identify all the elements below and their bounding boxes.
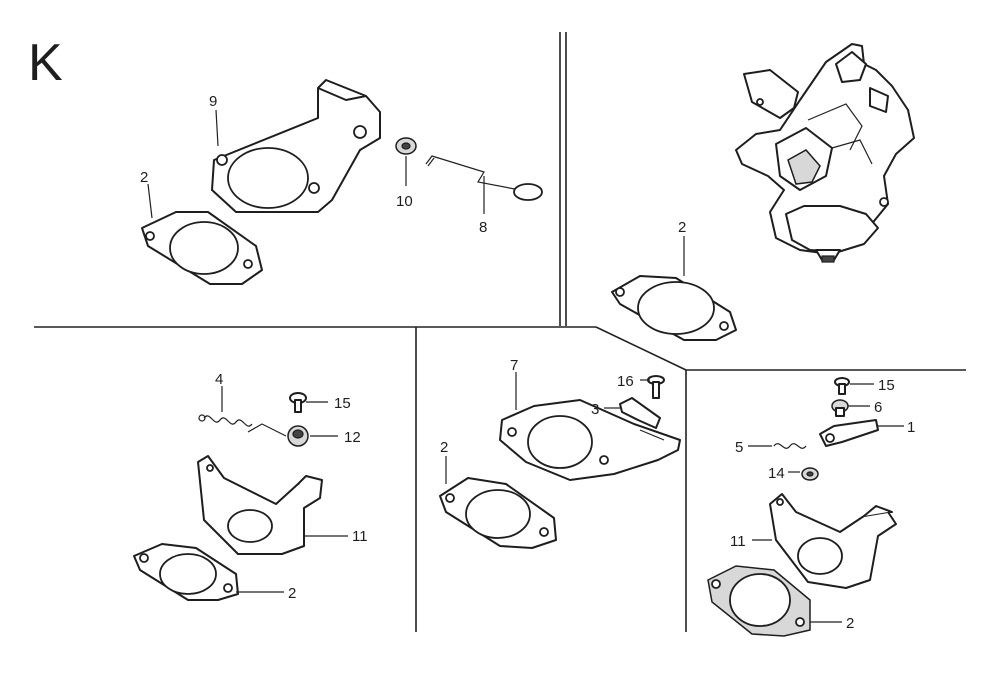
- nut-part-12: [247, 423, 309, 447]
- callout-label: 14: [768, 465, 785, 482]
- callout-label: 1: [907, 419, 915, 436]
- callout-label: 2: [440, 439, 448, 456]
- gasket-part-2: [611, 275, 737, 341]
- callout-label: 8: [479, 219, 487, 236]
- rod-part-8: [425, 155, 543, 201]
- bolt-part-15: [289, 392, 307, 413]
- bracket-part-9: [211, 79, 381, 213]
- section-letter: K: [28, 34, 63, 92]
- callout-label: 12: [344, 429, 361, 446]
- callout-label: 10: [396, 193, 413, 210]
- callout-label: 2: [846, 615, 854, 632]
- panel-dividers: [34, 32, 966, 632]
- callout-label: 11: [730, 533, 746, 550]
- callout-label: 7: [510, 357, 518, 374]
- callout-label: 4: [215, 371, 223, 388]
- callout-label: 11: [352, 528, 368, 545]
- spring-part-4: [198, 414, 253, 427]
- gasket-part-2: [141, 211, 263, 285]
- gasket-part-2: [439, 477, 557, 549]
- bracket-part-11: [197, 455, 323, 555]
- gasket-part-2: [707, 565, 811, 637]
- collar-part-10: [395, 137, 417, 155]
- callout-label: 3: [591, 401, 599, 418]
- callout-label: 5: [735, 439, 743, 456]
- bracket-part-11: [769, 493, 897, 589]
- bolt-part-16: [647, 375, 665, 399]
- spring-part-5: [773, 443, 807, 449]
- lever-part-1: [819, 419, 879, 447]
- clip-part-3: [619, 397, 665, 441]
- bolt-part-15: [834, 377, 850, 395]
- callout-label: 2: [288, 585, 296, 602]
- callout-label: 2: [678, 219, 686, 236]
- washer-part-14: [801, 467, 819, 481]
- callout-label: 15: [334, 395, 351, 412]
- bracket-part-7: [499, 399, 681, 481]
- callout-label: 6: [874, 399, 882, 416]
- callout-labels: 9 2 10 8 2 4 15 12 11 2 7 16 3 2 15 6 1 …: [140, 93, 915, 632]
- callout-label: 16: [617, 373, 634, 390]
- gasket-part-2: [133, 543, 239, 601]
- callout-label: 2: [140, 169, 148, 186]
- callout-label: 15: [878, 377, 895, 394]
- nut-part-6: [831, 399, 849, 417]
- callout-label: 9: [209, 93, 217, 110]
- leader-lines: [147, 109, 904, 623]
- carburetor-assembly: [735, 43, 915, 263]
